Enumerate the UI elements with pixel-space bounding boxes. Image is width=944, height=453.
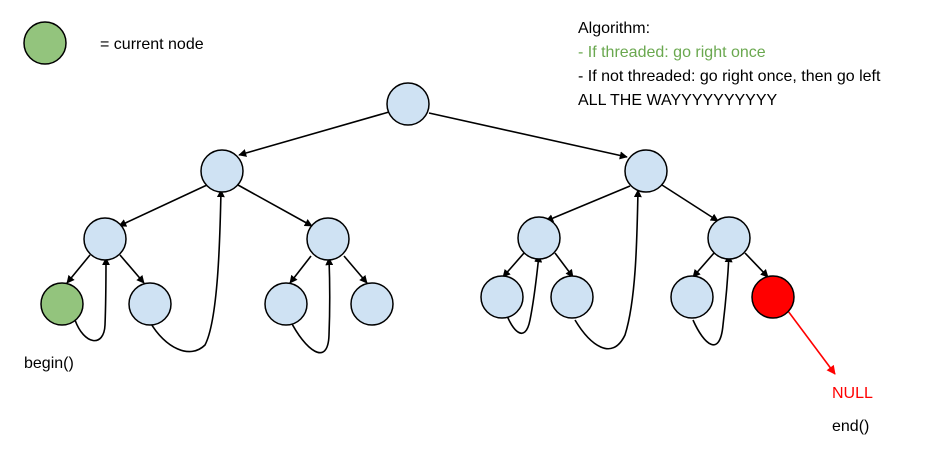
thread-n3-to-lr [289, 257, 334, 354]
node-leaf-3 [264, 282, 308, 326]
thread-n2-to-l [149, 189, 225, 353]
legend-current-node-swatch [23, 21, 67, 65]
node-right-left [517, 216, 561, 260]
thread-n1-to-ll [74, 257, 110, 342]
node-right-right [707, 216, 751, 260]
node-left-right [306, 217, 350, 261]
edge-ll-b [119, 254, 145, 284]
node-root [386, 82, 430, 126]
edge-r-rr [661, 184, 719, 222]
edge-root-left [238, 111, 390, 157]
edge-root-right [428, 112, 628, 160]
algorithm-all-the-way-line: ALL THE WAYYYYYYYYYY [578, 92, 778, 109]
edge-ll-a [66, 254, 91, 284]
edge-l-lr [237, 184, 313, 227]
algorithm-title: Algorithm: [578, 20, 650, 37]
algorithm-threaded-line: - If threaded: go right once [578, 44, 766, 61]
edge-lr-b [343, 255, 368, 284]
edge-lr-a [289, 255, 312, 284]
begin-label: begin() [24, 355, 74, 372]
algorithm-not-threaded-line: - If not threaded: go right once, then g… [578, 68, 881, 85]
thread-n7-to-rr [692, 254, 733, 346]
node-leaf-current [40, 282, 84, 326]
end-label: end() [832, 418, 869, 435]
node-leaf-4 [350, 282, 394, 326]
node-leaf-end [751, 275, 795, 319]
thread-n5-to-rl [505, 254, 543, 335]
legend-current-node-label: = current node [100, 36, 204, 53]
edge-rl-a [502, 252, 525, 278]
node-leaf-2 [128, 282, 172, 326]
edge-l-ll [118, 184, 208, 227]
node-leaf-5 [480, 275, 524, 319]
node-leaf-7 [670, 275, 714, 319]
edge-r-rl [545, 185, 631, 222]
edge-rr-b [744, 252, 769, 278]
null-label: NULL [832, 385, 873, 402]
null-edge [787, 310, 836, 375]
node-right [624, 149, 668, 193]
node-leaf-6 [550, 275, 594, 319]
node-left [200, 149, 244, 193]
edge-rr-a [692, 252, 715, 278]
node-left-left [83, 217, 127, 261]
edge-rl-b [554, 252, 574, 278]
thread-n6-to-r [574, 189, 642, 350]
